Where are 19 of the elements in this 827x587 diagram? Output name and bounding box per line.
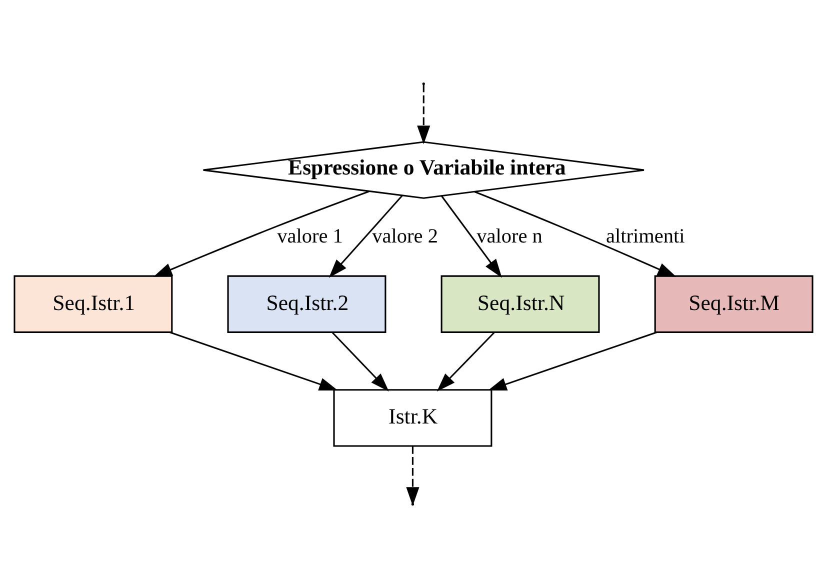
node-box: Istr.K (333, 388, 492, 446)
node-box: Seq.Istr.M (654, 274, 814, 332)
edge-label: altrimenti (606, 224, 685, 247)
arrow (153, 190, 370, 276)
node-box: Seq.Istr.N (440, 274, 600, 332)
arrow (332, 331, 389, 392)
node-box: Seq.Istr.2 (227, 274, 386, 332)
arrow (488, 330, 658, 390)
arrow (474, 190, 676, 276)
arrow (417, 84, 430, 144)
arrow (436, 331, 495, 391)
node-diamond: Espressione o Variabile intera (202, 140, 645, 198)
arrow (169, 330, 338, 390)
node-box: Seq.Istr.1 (14, 274, 173, 332)
arrow (328, 194, 403, 278)
edge-label: valore n (476, 224, 542, 247)
arrow (441, 195, 502, 278)
edge-label: valore 1 (277, 224, 343, 247)
edge-label: valore 2 (372, 224, 438, 247)
